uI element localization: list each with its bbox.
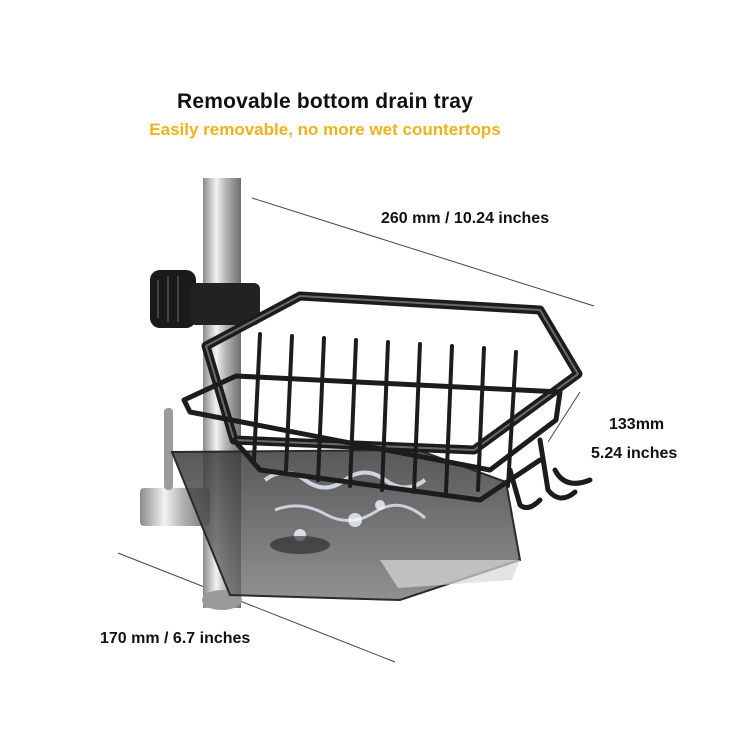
height-mm-dimension-label: 133mm bbox=[609, 416, 665, 433]
depth-dimension-label: 170 mm / 6.7 inches bbox=[100, 630, 251, 647]
height-in-dimension-label: 5.24 inches bbox=[591, 445, 678, 462]
clamp-knob bbox=[150, 270, 260, 328]
width-dimension-label: 260 mm / 10.24 inches bbox=[381, 210, 550, 227]
page-title: Removable bottom drain tray bbox=[177, 90, 473, 113]
depth-guide-line bbox=[117, 552, 396, 663]
page-subtitle: Easily removable, no more wet countertop… bbox=[149, 120, 501, 139]
drain-tray bbox=[170, 448, 522, 602]
height-guide-line bbox=[547, 391, 581, 443]
wire-basket bbox=[181, 291, 593, 511]
width-guide-line bbox=[251, 197, 595, 307]
side-hook-post bbox=[164, 408, 173, 490]
